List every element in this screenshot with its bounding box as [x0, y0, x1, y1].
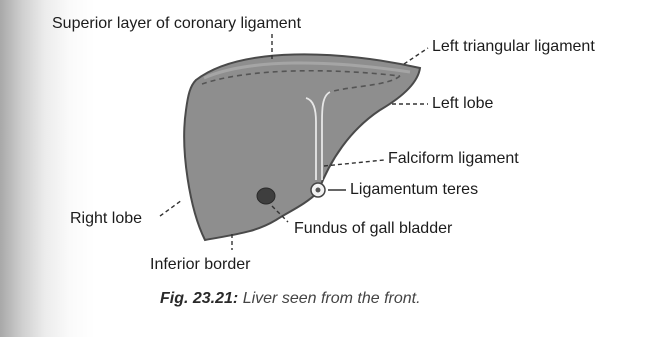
leader-right-lobe — [160, 200, 182, 216]
label-fundus-of-gall-bladder: Fundus of gall bladder — [294, 221, 452, 237]
label-right-lobe: Right lobe — [70, 211, 142, 227]
ligamentum-teres-dot — [316, 188, 321, 193]
label-left-triangular-ligament: Left triangular ligament — [432, 39, 595, 55]
figure-caption: Fig. 23.21: Liver seen from the front. — [160, 291, 421, 307]
label-left-lobe: Left lobe — [432, 96, 493, 112]
caption-figure-number: Fig. 23.21: — [160, 290, 238, 307]
gall-bladder-fundus — [257, 188, 275, 204]
liver-shape — [184, 54, 420, 240]
caption-text: Liver seen from the front. — [238, 290, 420, 307]
label-falciform-ligament: Falciform ligament — [388, 151, 519, 167]
label-superior-layer: Superior layer of coronary ligament — [52, 16, 301, 32]
label-inferior-border: Inferior border — [150, 257, 251, 273]
label-ligamentum-teres: Ligamentum teres — [350, 182, 478, 198]
leader-left-triangular — [404, 48, 428, 64]
